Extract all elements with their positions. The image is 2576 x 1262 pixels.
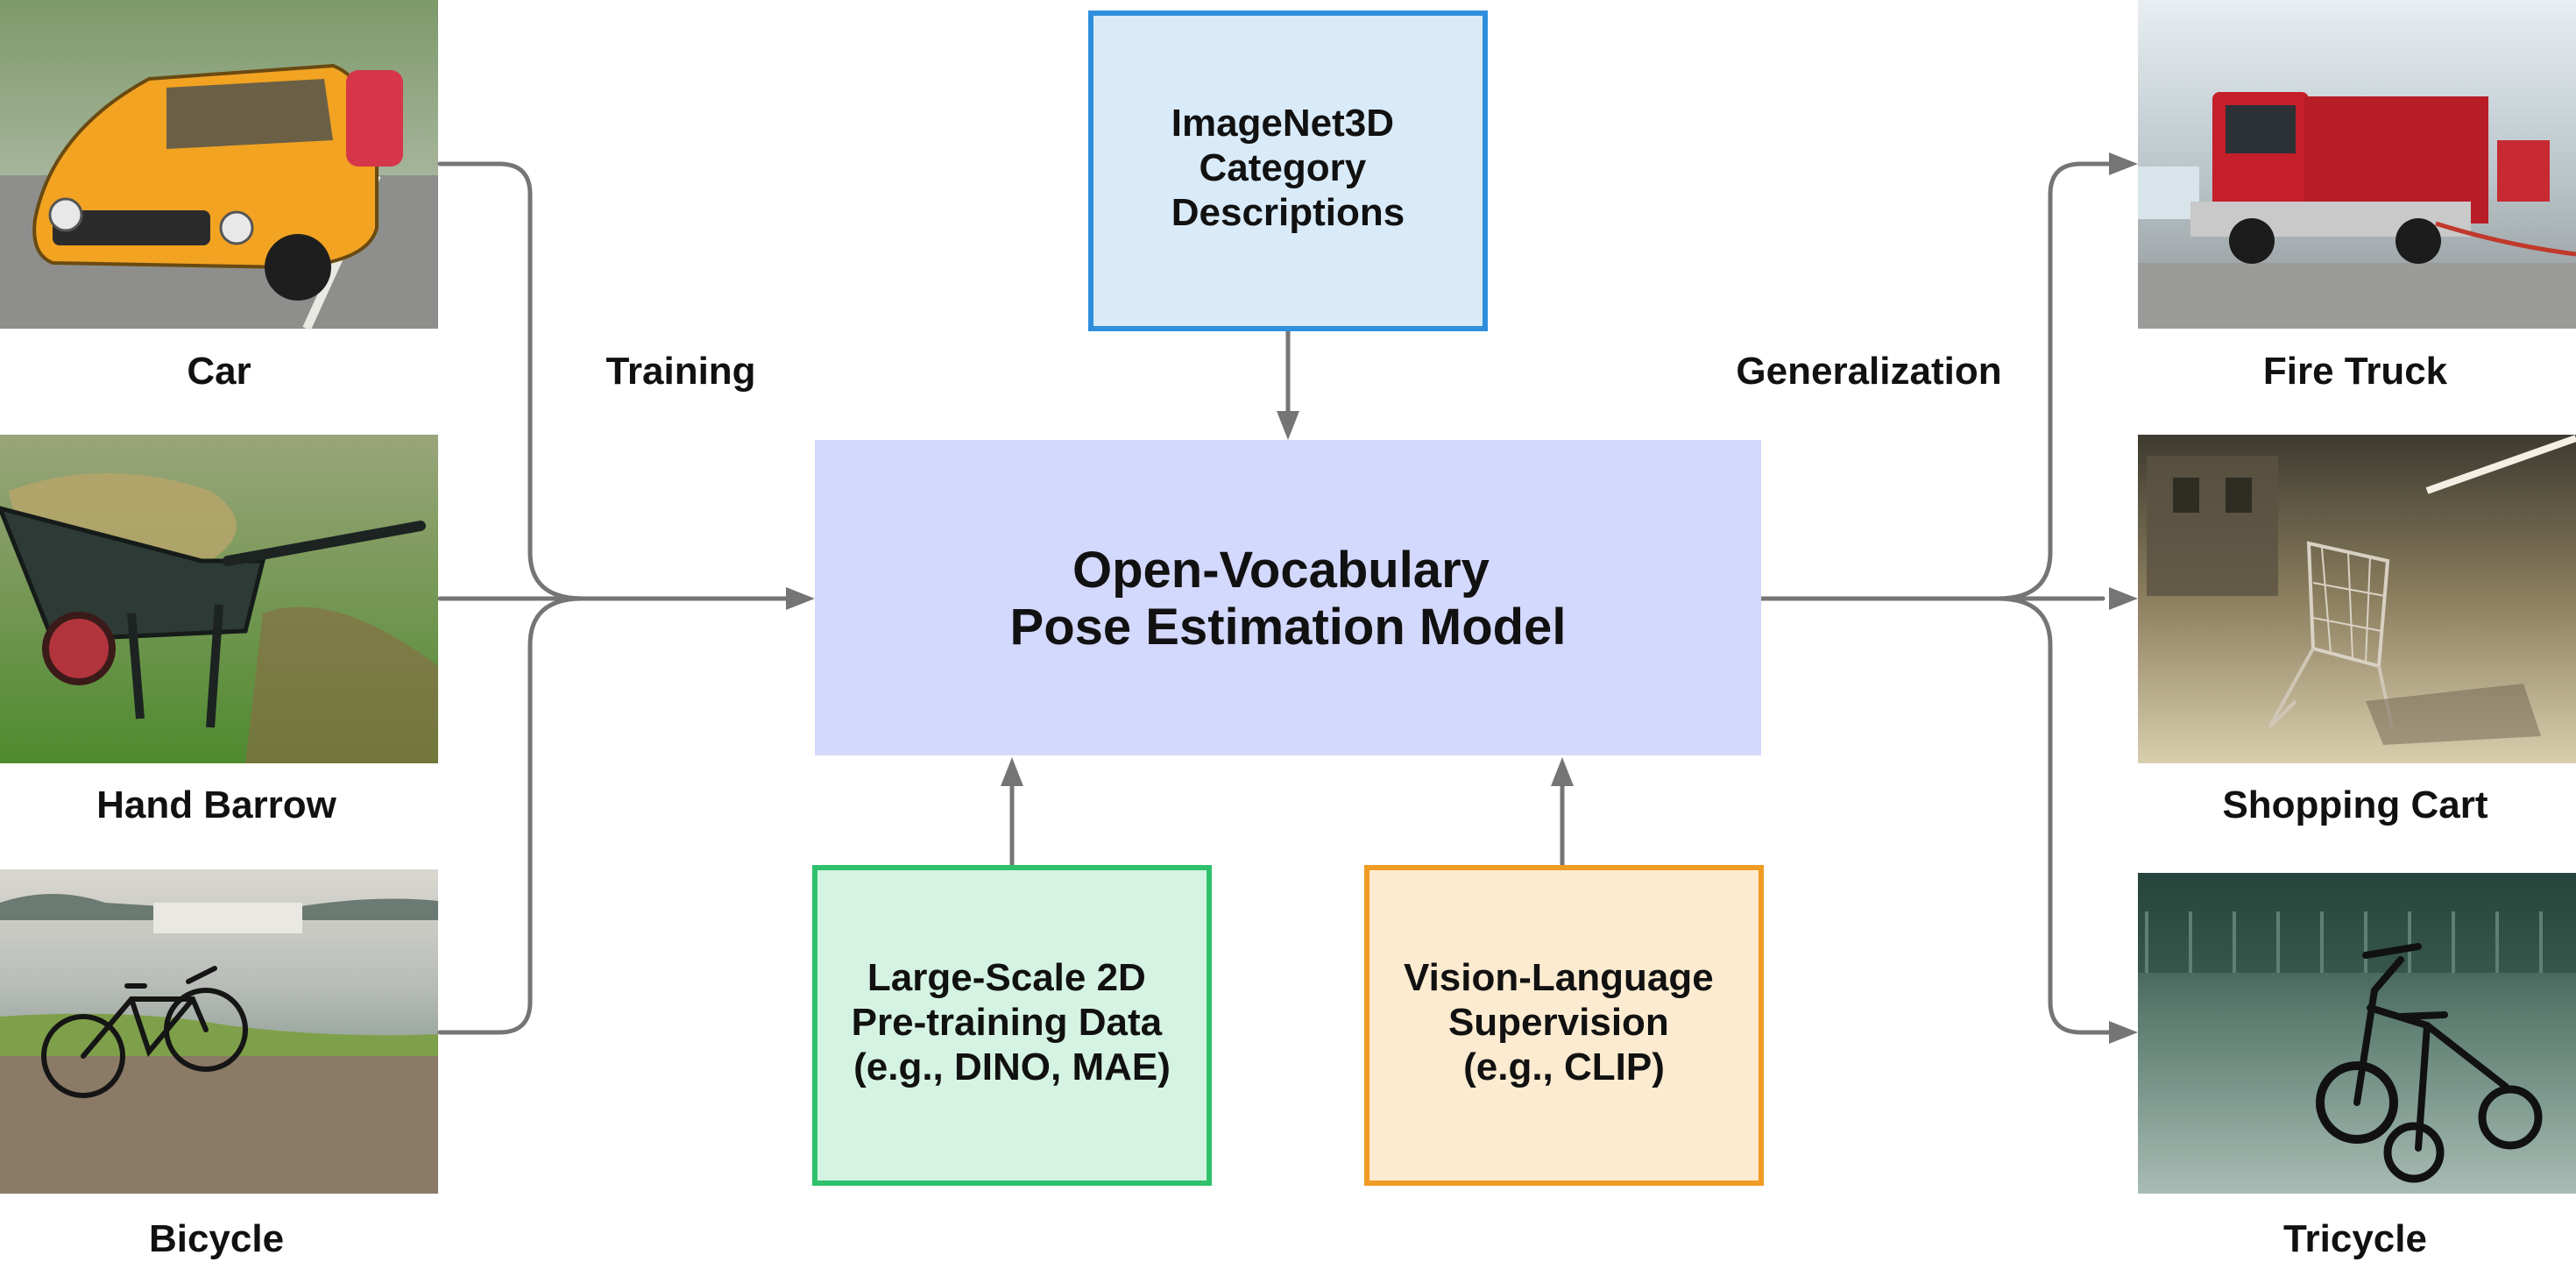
arrowhead — [786, 587, 815, 610]
vision-language-supervision-box: Vision-Language Supervision (e.g., CLIP) — [1364, 865, 1764, 1186]
training-connectors — [437, 161, 815, 1035]
arrowhead — [1277, 411, 1299, 440]
edge-car-to-model — [437, 161, 585, 601]
arrowhead — [2109, 587, 2138, 610]
box-text-line: Open-Vocabulary — [1072, 542, 1490, 599]
shopping-cart-photo — [2138, 435, 2576, 763]
car-photo — [0, 0, 438, 331]
box-text-line: ImageNet3D — [1171, 102, 1394, 145]
pose-estimation-model-box: Open-Vocabulary Pose Estimation Model — [815, 440, 1761, 755]
arrowhead — [2109, 1021, 2138, 1044]
arrowhead — [1001, 757, 1023, 786]
box-text-line: (e.g., DINO, MAE) — [853, 1046, 1171, 1088]
image-caption: Bicycle — [149, 1217, 284, 1260]
tricycle-photo — [2138, 873, 2576, 1194]
svg-text:Vision-Language Supervis: Vision-Language Supervision (e.g., CLIP) — [1404, 956, 1724, 1088]
image-caption: Car — [187, 350, 251, 393]
box-text-line: (e.g., CLIP) — [1463, 1046, 1665, 1088]
hand-barrow-photo — [0, 435, 438, 763]
edge-model-to-tricycle — [1995, 596, 2114, 1035]
image-caption: Fire Truck — [2263, 350, 2448, 393]
box-text-line: Vision-Language — [1404, 956, 1714, 999]
arrowhead — [2109, 152, 2138, 175]
box-text-line: Pre-training Data — [852, 1001, 1163, 1044]
bicycle-photo — [0, 869, 438, 1194]
edge-label-training: Training — [605, 350, 755, 393]
box-text-line: Supervision — [1448, 1001, 1669, 1044]
svg-text:Large-Scale 2D Pre-train: Large-Scale 2D Pre-training Data (e.g., … — [852, 956, 1173, 1088]
pretraining-data-box: Large-Scale 2D Pre-training Data (e.g., … — [812, 865, 1212, 1186]
arrowhead — [1551, 757, 1574, 786]
box-text-line: Pose Estimation Model — [1010, 599, 1567, 656]
edge-label-generalization: Generalization — [1736, 350, 2001, 393]
edge-model-to-firetruck — [1995, 161, 2114, 601]
image-caption: Tricycle — [2283, 1217, 2427, 1260]
imagenet-description-box: ImageNet3D Category Descriptions — [1088, 11, 1488, 331]
image-caption: Hand Barrow — [96, 783, 337, 826]
svg-text:ImageNet3D Category: ImageNet3D Category Descriptions — [1171, 102, 1405, 234]
image-caption: Shopping Cart — [2222, 783, 2488, 826]
vertical-connectors — [1001, 328, 1574, 869]
edge-bicycle-to-model — [437, 596, 585, 1035]
generalization-connectors — [1759, 152, 2138, 1044]
box-text-line: Large-Scale 2D — [867, 956, 1146, 999]
svg-text:Open-Vocabulary Pose Est: Open-Vocabulary Pose Estimation Model — [1010, 542, 1567, 656]
box-text-line: Category — [1200, 146, 1367, 189]
box-text-line: Descriptions — [1171, 191, 1405, 234]
fire-truck-photo — [2138, 0, 2576, 329]
